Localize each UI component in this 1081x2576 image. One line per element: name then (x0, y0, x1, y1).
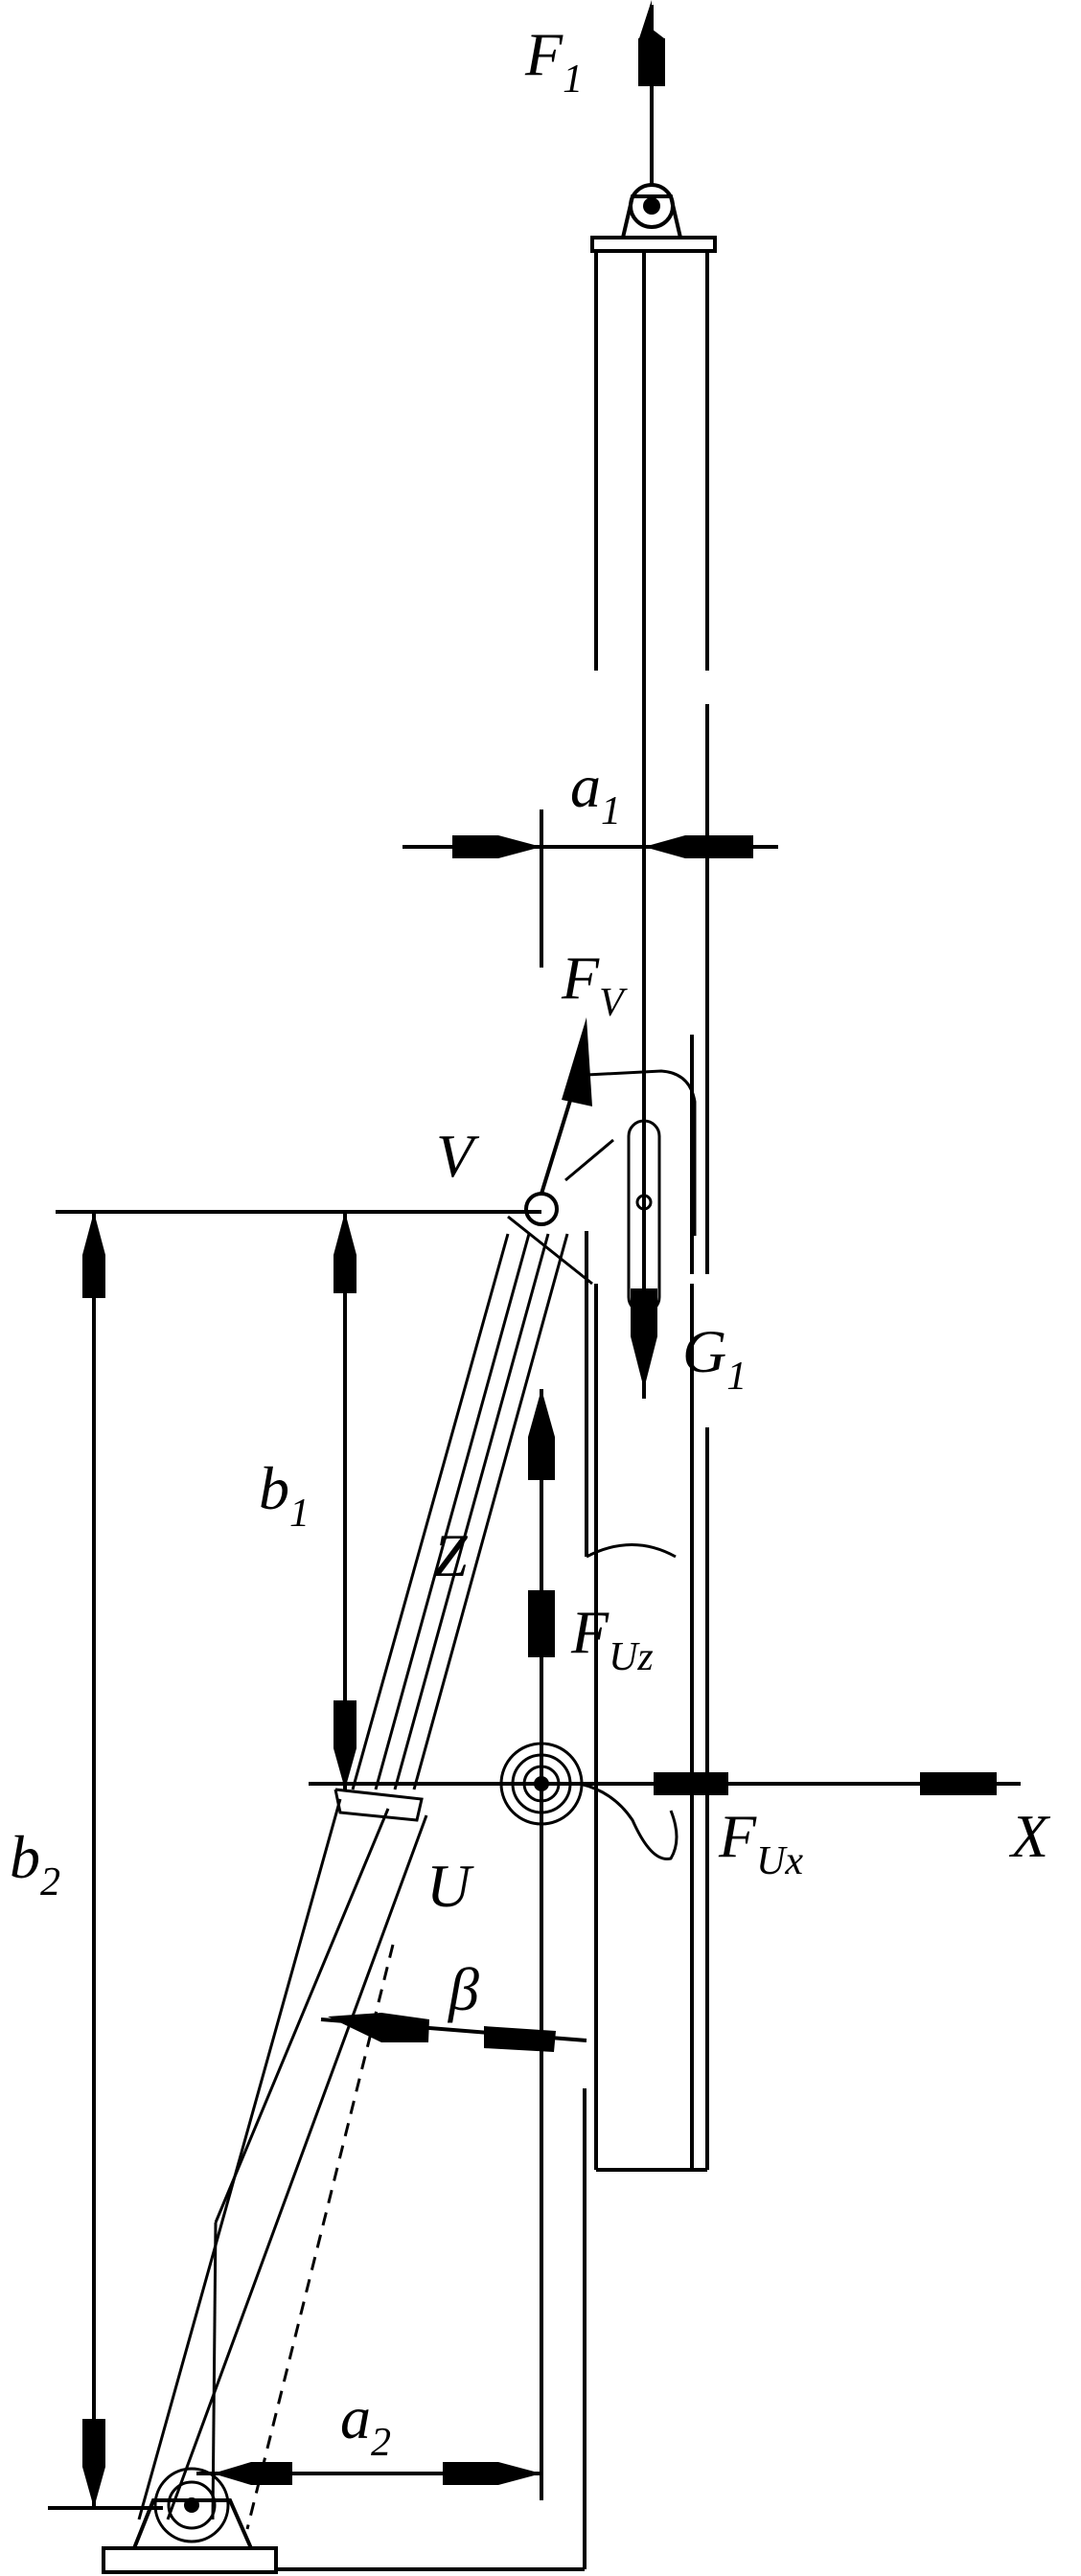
label-f1: F1 (524, 20, 583, 102)
dimension-b2 (48, 1212, 163, 2510)
label-b1: b1 (259, 1454, 310, 1536)
force-fuz-arrow (528, 1389, 555, 2500)
dimension-b1 (56, 1210, 541, 1790)
label-z: Z (433, 1521, 469, 1589)
label-fuz: FUz (570, 1598, 654, 1679)
label-fv: FV (561, 944, 628, 1025)
dimension-a1 (402, 809, 778, 1150)
label-b2: b2 (10, 1823, 60, 1904)
force-g1-arrow (627, 1119, 661, 1389)
force-fv-arrow (540, 1017, 697, 1236)
label-x: X (1008, 1802, 1051, 1870)
base-pivot-icon (102, 2088, 586, 2574)
angle-beta (320, 2013, 587, 2052)
dimension-a2 (196, 2462, 541, 2485)
label-beta: β (447, 1955, 479, 2023)
inclined-boom (137, 1233, 569, 2530)
label-u: U (426, 1852, 474, 1920)
label-a2: a2 (340, 2383, 391, 2465)
x-axis (309, 1772, 1021, 1795)
label-v: V (436, 1122, 480, 1190)
pivot-u-icon (499, 1742, 678, 1860)
label-fux: FUx (718, 1802, 803, 1883)
label-a1: a1 (570, 752, 621, 833)
force-f1-arrow (638, 0, 665, 184)
top-pin-icon (621, 183, 682, 239)
label-g1: G1 (682, 1317, 747, 1399)
